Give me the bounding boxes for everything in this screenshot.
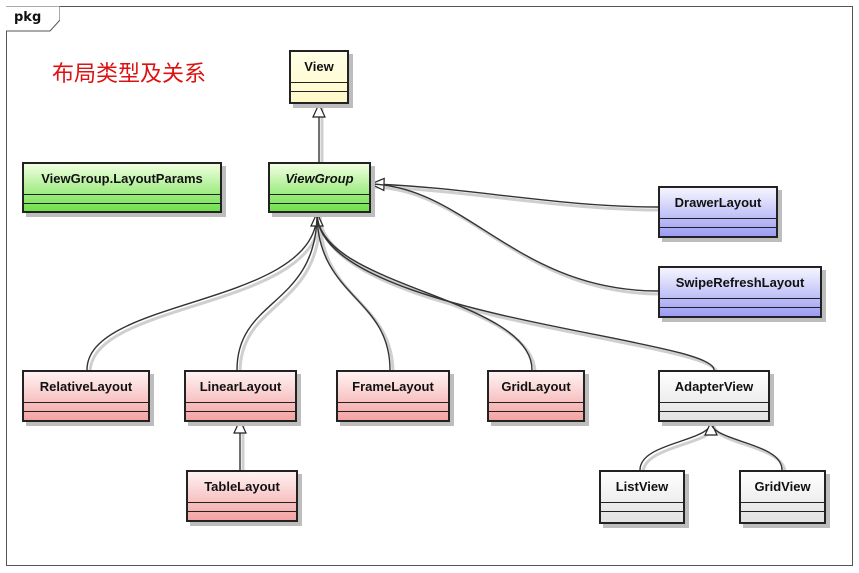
class-gridview-operations: [741, 512, 824, 520]
class-gridlayout-attributes: [489, 403, 583, 412]
class-tablelayout-attributes: [188, 503, 296, 512]
class-relativelayout-operations: [24, 412, 148, 420]
class-swiperefreshlayout[interactable]: SwipeRefreshLayout: [658, 266, 822, 318]
class-relativelayout[interactable]: RelativeLayout: [22, 370, 150, 422]
class-swiperefreshlayout-name: SwipeRefreshLayout: [660, 268, 820, 299]
class-adapterview-attributes: [660, 403, 768, 412]
class-framelayout-attributes: [338, 403, 448, 412]
class-drawerlayout-attributes: [660, 219, 776, 228]
class-viewgroup-operations: [270, 204, 369, 212]
class-framelayout[interactable]: FrameLayout: [336, 370, 450, 422]
class-layoutparams-attributes: [24, 195, 220, 204]
class-drawerlayout[interactable]: DrawerLayout: [658, 186, 778, 238]
class-listview-attributes: [601, 503, 683, 512]
class-listview[interactable]: ListView: [599, 470, 685, 524]
class-adapterview-operations: [660, 412, 768, 420]
class-swiperefreshlayout-attributes: [660, 299, 820, 308]
class-framelayout-name: FrameLayout: [338, 372, 448, 403]
class-linearlayout-operations: [186, 412, 295, 420]
class-drawerlayout-operations: [660, 228, 776, 236]
class-viewgroup-attributes: [270, 195, 369, 204]
class-swiperefreshlayout-operations: [660, 308, 820, 316]
edge-adapterview-viewgroup: [316, 212, 715, 371]
class-linearlayout-name: LinearLayout: [186, 372, 295, 403]
class-tablelayout-operations: [188, 512, 296, 520]
class-relativelayout-name: RelativeLayout: [24, 372, 148, 403]
class-tablelayout-name: TableLayout: [188, 472, 296, 503]
class-tablelayout[interactable]: TableLayout: [186, 470, 298, 522]
class-listview-operations: [601, 512, 683, 520]
edge-framelayout-viewgroup: [316, 212, 391, 371]
class-view-attributes: [291, 83, 347, 92]
class-adapterview[interactable]: AdapterView: [658, 370, 770, 422]
class-gridview-name: GridView: [741, 472, 824, 503]
class-gridlayout-operations: [489, 412, 583, 420]
class-gridlayout[interactable]: GridLayout: [487, 370, 585, 422]
class-linearlayout[interactable]: LinearLayout: [184, 370, 297, 422]
class-listview-name: ListView: [601, 472, 683, 503]
class-viewgroup-name: ViewGroup: [270, 164, 369, 195]
class-adapterview-name: AdapterView: [660, 372, 768, 403]
class-framelayout-operations: [338, 412, 448, 420]
edge-gridlayout-viewgroup: [316, 212, 533, 371]
class-relativelayout-attributes: [24, 403, 148, 412]
package-label: pkg: [14, 10, 42, 25]
edge-relativelayout-viewgroup: [86, 211, 324, 371]
diagram-title: 布局类型及关系: [52, 62, 207, 87]
edge-drawerlayout-viewgroup: [369, 177, 659, 208]
edge-gridview-adapterview: [710, 421, 783, 471]
class-layoutparams-name: ViewGroup.LayoutParams: [24, 164, 220, 195]
class-viewgroup[interactable]: ViewGroup: [268, 162, 371, 213]
package-tab: [6, 6, 60, 32]
class-view[interactable]: View: [289, 50, 349, 104]
class-view-name: View: [291, 52, 347, 83]
class-gridview-attributes: [741, 503, 824, 512]
class-gridview[interactable]: GridView: [739, 470, 826, 524]
class-layoutparams-operations: [24, 204, 220, 212]
class-drawerlayout-name: DrawerLayout: [660, 188, 776, 219]
class-layoutparams[interactable]: ViewGroup.LayoutParams: [22, 162, 222, 213]
edge-swiperefreshlayout-viewgroup: [370, 183, 659, 292]
class-gridlayout-name: GridLayout: [489, 372, 583, 403]
class-view-operations: [291, 92, 347, 100]
edge-linearlayout-viewgroup: [236, 212, 318, 371]
edge-listview-adapterview: [639, 420, 718, 471]
class-linearlayout-attributes: [186, 403, 295, 412]
